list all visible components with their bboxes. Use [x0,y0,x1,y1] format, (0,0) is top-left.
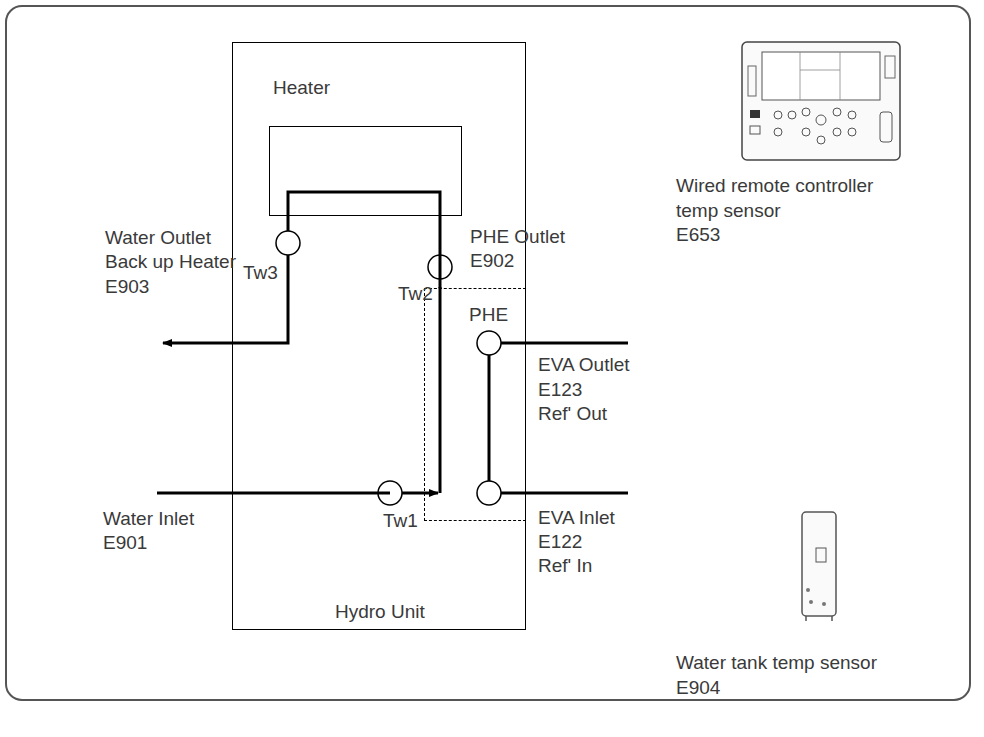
callout-number: Tw1 [383,510,418,532]
part-label: Ref' Out [538,403,607,425]
node-label: PHE [469,304,508,326]
callout-number: Tw2 [398,283,433,305]
part-label: EVA Inlet [538,507,615,529]
water-line [439,216,442,288]
callout-number: Tw3 [243,262,278,284]
remote-controller-icon [742,42,900,160]
sensor-circle [378,481,402,505]
part-label: Back up Heater [105,251,236,273]
sensor-circle [477,481,501,505]
frame [6,6,970,700]
water-line-phe [439,287,442,493]
unit-box: Hydro Unit HeaterPHE [232,42,526,630]
part-label: Water Inlet [103,508,194,530]
heater-box: Heater [269,126,462,216]
part-label: temp sensor [676,200,781,222]
callout-number: E903 [105,276,149,298]
callout-number: E653 [676,224,720,246]
part-label: PHE Outlet [470,226,565,248]
part-label: Ref' In [538,555,592,577]
node-label: Hydro Unit [335,601,425,623]
sensor-circle [477,331,501,355]
callout-number: E904 [676,677,720,699]
callout-number: E902 [470,250,514,272]
callout-number: E122 [538,531,582,553]
water-inlet-line [378,492,390,495]
node-label: Heater [273,77,330,99]
phe-box: PHE [424,288,526,521]
water-tank-icon [802,512,836,621]
part-label: Water tank temp sensor [676,652,877,674]
callout-number: E901 [103,532,147,554]
callout-number: E123 [538,379,582,401]
part-label: EVA Outlet [538,354,630,376]
sensor-circle [276,231,300,255]
part-label: Wired remote controller [676,175,873,197]
part-label: Water Outlet [105,227,211,249]
